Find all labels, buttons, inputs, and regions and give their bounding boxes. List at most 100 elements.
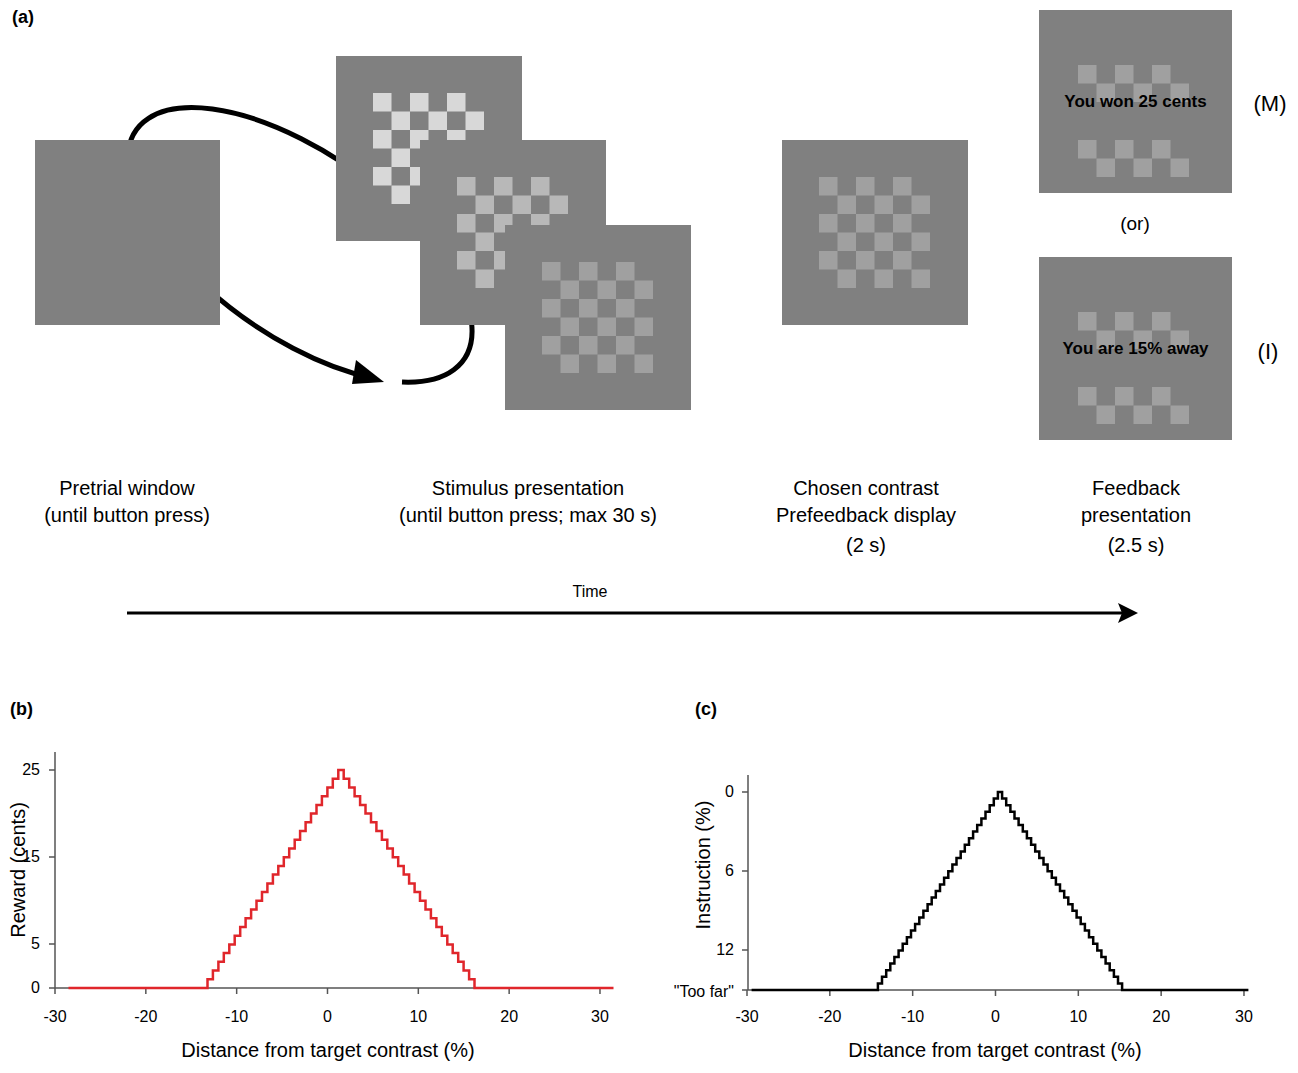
- stimulus-screen: [782, 140, 968, 325]
- check: [494, 177, 513, 196]
- check: [819, 177, 838, 196]
- check: [410, 93, 429, 112]
- panel-letter: (a): [12, 8, 34, 28]
- check: [1152, 65, 1171, 84]
- tick-label: 6: [725, 862, 734, 880]
- check: [561, 281, 580, 300]
- check: [392, 149, 411, 168]
- check: [1152, 387, 1171, 406]
- tick-label: 20: [500, 1008, 518, 1026]
- arrow-head: [352, 360, 384, 384]
- check: [616, 262, 635, 281]
- tick: [742, 791, 748, 793]
- check: [457, 251, 476, 270]
- check: [1171, 406, 1190, 425]
- check: [819, 251, 838, 270]
- tick: [912, 990, 914, 996]
- tick-label: 5: [31, 935, 40, 953]
- check: [392, 186, 411, 205]
- tick-label: -20: [134, 1008, 157, 1026]
- check: [373, 130, 392, 149]
- check: [893, 251, 912, 270]
- check: [1134, 159, 1153, 178]
- caption-text: presentation: [1081, 504, 1191, 526]
- caption-text: Feedback: [1092, 477, 1180, 499]
- tick: [54, 988, 56, 994]
- check: [466, 112, 485, 131]
- check: [447, 93, 466, 112]
- check: [476, 196, 495, 215]
- check: [373, 167, 392, 186]
- check: [819, 214, 838, 233]
- check: [856, 251, 875, 270]
- caption-text: Distance from target contrast (%): [181, 1039, 474, 1061]
- check: [1115, 312, 1134, 331]
- pretrial-screen: [35, 140, 220, 325]
- panel-letter: (c): [695, 700, 717, 720]
- tick: [49, 769, 55, 771]
- feedback-text: You won 25 cents: [1039, 10, 1232, 112]
- reward-curve: [69, 770, 614, 988]
- caption-text: Chosen contrast: [793, 477, 939, 499]
- tick-label: 12: [716, 941, 734, 959]
- y-axis: [54, 752, 56, 988]
- check: [856, 177, 875, 196]
- check: [598, 355, 617, 374]
- y-axis: [747, 775, 749, 990]
- tick-label: 0: [991, 1008, 1000, 1026]
- check: [561, 318, 580, 337]
- check: [542, 336, 561, 355]
- check: [542, 299, 561, 318]
- caption-text: Pretrial window: [59, 477, 195, 499]
- tick-label: 25: [22, 761, 40, 779]
- check: [1115, 65, 1134, 84]
- caption-text: (or): [1120, 214, 1150, 235]
- check: [476, 233, 495, 252]
- tick: [49, 943, 55, 945]
- tick-label: 10: [1069, 1008, 1087, 1026]
- tick-label: 20: [1152, 1008, 1170, 1026]
- check: [1078, 65, 1097, 84]
- caption-text: (until button press): [44, 504, 210, 526]
- tick: [1078, 990, 1080, 996]
- check: [875, 270, 894, 289]
- caption-text: (I): [1258, 340, 1279, 364]
- check: [635, 355, 654, 374]
- feedback-screen: You won 25 cents: [1039, 10, 1232, 193]
- check: [1078, 140, 1097, 159]
- check: [429, 112, 448, 131]
- check: [875, 233, 894, 252]
- check: [531, 177, 550, 196]
- check: [875, 196, 894, 215]
- panel-letter: (b): [10, 700, 33, 720]
- check: [579, 336, 598, 355]
- check: [893, 214, 912, 233]
- check: [1078, 387, 1097, 406]
- check: [457, 214, 476, 233]
- check: [856, 214, 875, 233]
- check: [635, 281, 654, 300]
- tick: [742, 949, 748, 951]
- check: [598, 281, 617, 300]
- caption-text: (2 s): [846, 534, 886, 556]
- check: [1152, 140, 1171, 159]
- check: [1134, 406, 1153, 425]
- check: [1115, 140, 1134, 159]
- check: [598, 318, 617, 337]
- check: [1115, 387, 1134, 406]
- check: [476, 270, 495, 289]
- instruction-curve: [752, 792, 1249, 990]
- caption-text: Prefeedback display: [776, 504, 956, 526]
- tick-label: -30: [735, 1008, 758, 1026]
- tick-label: 0: [725, 783, 734, 801]
- tick-label: 0: [31, 979, 40, 997]
- tick-label: 0: [323, 1008, 332, 1026]
- check: [579, 262, 598, 281]
- check: [838, 196, 857, 215]
- axis-title: Reward (cents): [7, 802, 29, 938]
- time-arrow: [127, 612, 1124, 615]
- check: [1097, 406, 1116, 425]
- check: [893, 177, 912, 196]
- stimulus-screen: [505, 225, 691, 410]
- check: [1097, 159, 1116, 178]
